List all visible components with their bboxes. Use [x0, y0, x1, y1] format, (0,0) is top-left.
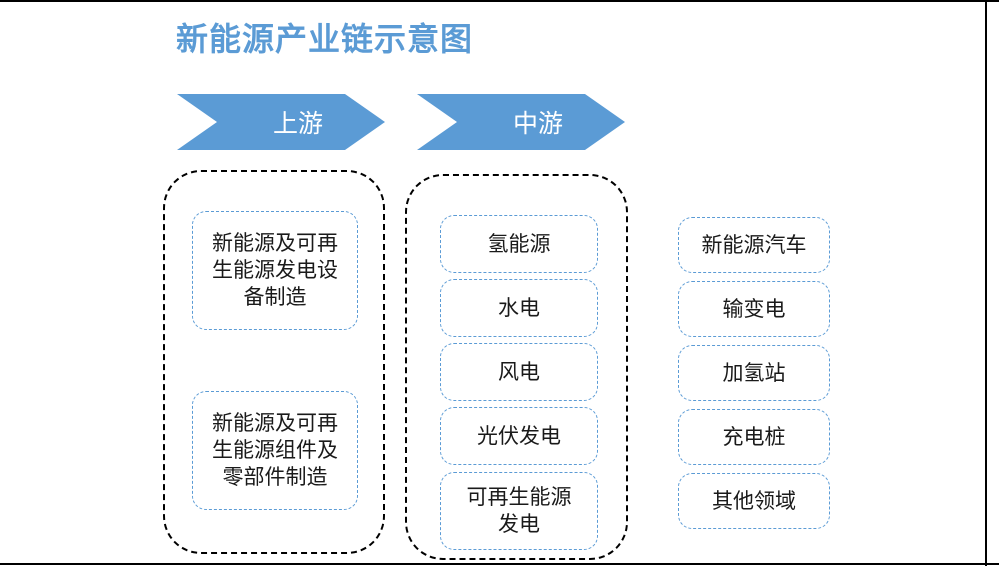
card-downstream-4: 充电桩	[678, 409, 830, 465]
group-container-upstream	[163, 170, 385, 554]
group-container-midstream	[405, 174, 628, 560]
slide-frame-bottom-border	[0, 563, 999, 565]
card-upstream-2: 新能源及可再 生能源组件及 零部件制造	[192, 391, 358, 510]
banner-upstream: 上游	[177, 94, 385, 150]
card-midstream-4: 光伏发电	[440, 407, 598, 465]
card-midstream-1: 氢能源	[440, 215, 598, 273]
banner-midstream-label: 中游	[512, 109, 563, 138]
card-downstream-5: 其他领域	[678, 473, 830, 529]
banner-midstream: 中游	[417, 94, 625, 150]
card-downstream-2: 输变电	[678, 281, 830, 337]
card-midstream-3: 风电	[440, 343, 598, 401]
card-downstream-1: 新能源汽车	[678, 217, 830, 273]
card-midstream-2: 水电	[440, 279, 598, 337]
card-upstream-1: 新能源及可再 生能源发电设 备制造	[192, 211, 358, 330]
banner-upstream-label: 上游	[272, 109, 323, 138]
slide-frame-top-border	[0, 0, 999, 2]
slide-frame-right-border	[985, 0, 987, 566]
card-midstream-5: 可再生能源 发电	[440, 472, 598, 550]
card-downstream-3: 加氢站	[678, 345, 830, 401]
page-title: 新能源产业链示意图	[176, 20, 474, 58]
